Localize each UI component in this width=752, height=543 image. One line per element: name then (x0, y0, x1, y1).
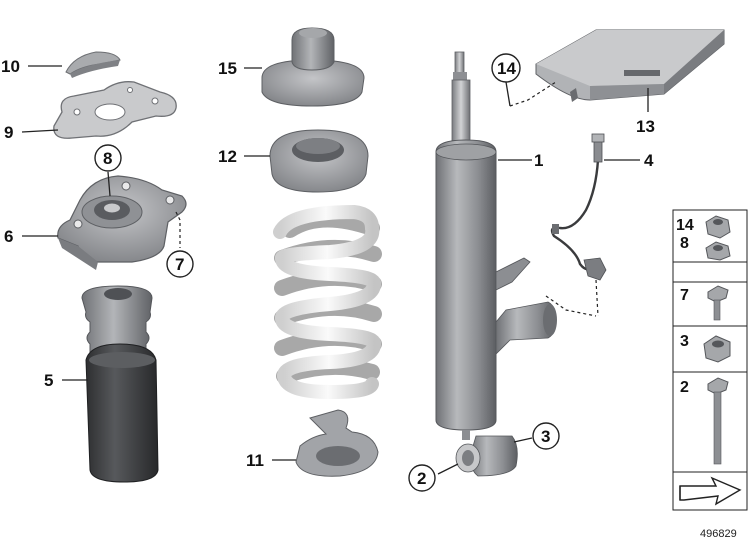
leader-lines (21, 65, 649, 475)
nut-8-icon (705, 241, 731, 261)
part-11-lower-seat (295, 409, 379, 477)
callout-5: 5 (44, 371, 53, 390)
panel-label-14: 14 (676, 217, 694, 234)
part-6-top-mount (57, 175, 187, 270)
part-13-control-unit (535, 29, 725, 102)
callout-4: 4 (644, 151, 654, 170)
callout-3: 3 (541, 427, 550, 446)
nut-14-icon (705, 215, 731, 239)
panel-label-3: 3 (680, 333, 689, 350)
callout-2: 2 (417, 469, 426, 488)
callout-7-circle (166, 250, 194, 278)
callout-3-circle (532, 422, 560, 450)
callout-12: 12 (218, 147, 237, 166)
part-12-isolator-ring (269, 129, 369, 193)
front-direction-arrow-icon (679, 476, 742, 506)
diagram-reference-number: 496829 (700, 528, 737, 540)
callout-6: 6 (4, 227, 13, 246)
callout-13: 13 (636, 117, 655, 136)
callout-9: 9 (4, 123, 13, 142)
panel-label-8: 8 (680, 235, 689, 252)
callout-14: 14 (497, 59, 516, 78)
nut-3-icon (703, 335, 731, 363)
part-9-gasket (53, 81, 177, 139)
part-5-bump-stop-boot (81, 285, 159, 483)
coil-spring (273, 204, 382, 400)
callout-15: 15 (218, 59, 237, 78)
callout-labels: 10 9 8 6 7 5 15 12 11 1 4 13 14 2 3 (1, 53, 655, 492)
callout-8: 8 (103, 149, 112, 168)
callout-7: 7 (175, 255, 184, 274)
part-4-sensor-cable (545, 133, 607, 317)
callout-10: 10 (1, 57, 20, 76)
small-parts-panel: 14 8 7 3 2 (672, 209, 748, 511)
callout-8-circle (94, 144, 122, 172)
callout-1: 1 (534, 151, 543, 170)
bolt-7-icon (707, 285, 729, 321)
part-10-cap (65, 51, 121, 78)
part-15-spring-pad (261, 27, 365, 107)
callout-11: 11 (246, 451, 264, 470)
panel-label-2: 2 (680, 379, 689, 396)
panel-label-7: 7 (680, 287, 689, 304)
part-1-shock-absorber (435, 51, 557, 477)
callout-2-circle (408, 464, 436, 492)
bolt-2-icon (707, 377, 729, 465)
callout-14-circle (491, 53, 521, 83)
